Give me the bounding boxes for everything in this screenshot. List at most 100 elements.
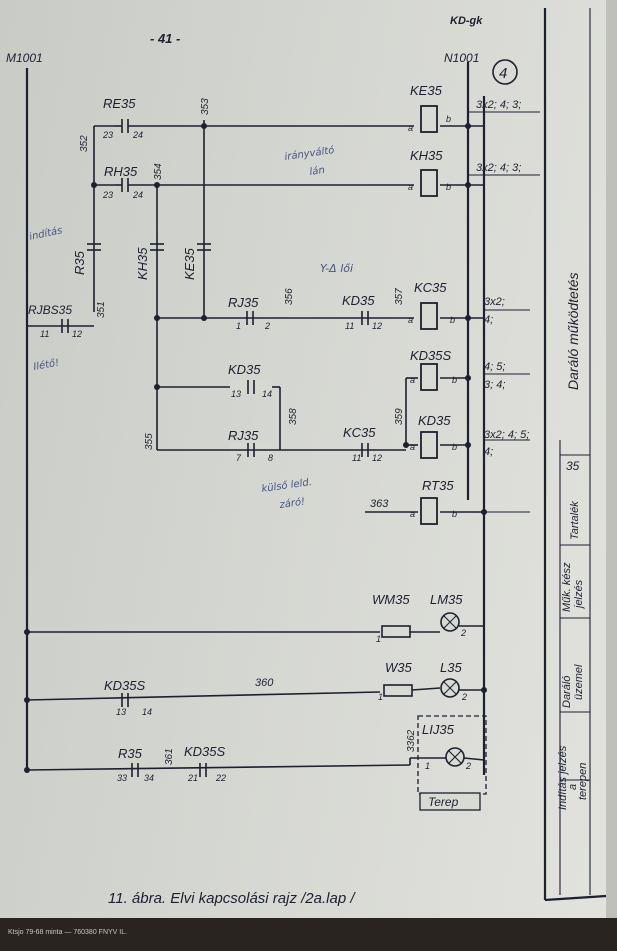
- terminal-12-b: 12: [372, 321, 382, 331]
- terminal-b-rt35: b: [452, 509, 457, 519]
- wire-3362: 3362: [406, 729, 417, 752]
- contact-kh35: [150, 243, 164, 251]
- contact-r35-b: [131, 763, 139, 777]
- coil-kd35s: [420, 363, 438, 391]
- terminal-12: 12: [72, 329, 82, 339]
- label-rt35: RT35: [422, 478, 454, 493]
- label-rh35: RH35: [104, 164, 138, 179]
- terminal-a-kd35: a: [410, 442, 415, 452]
- wire-354: 354: [153, 163, 164, 180]
- terminal-2-lij: 2: [465, 761, 471, 771]
- terminal-13: 13: [231, 389, 241, 399]
- contact-rj35-b: [230, 443, 280, 457]
- label-kh35-vert: KH35: [135, 247, 150, 280]
- label-kh35-top: KH35: [410, 148, 443, 163]
- contact-kd35-a: [361, 311, 369, 325]
- terminal-2-l: 2: [461, 692, 467, 702]
- label-ke35-top: KE35: [410, 83, 443, 98]
- contact-kc35: [280, 443, 406, 457]
- sheet-number: 4: [499, 65, 507, 82]
- label-w35: W35: [385, 660, 413, 675]
- label-kc35-contact: KC35: [343, 425, 376, 440]
- ref-kc35-2: 4;: [484, 314, 493, 326]
- terminal-23: 23: [102, 130, 113, 140]
- terminal-13-b: 13: [116, 707, 126, 717]
- label-l35: L35: [440, 660, 462, 675]
- terminal-8: 8: [268, 453, 273, 463]
- coil-kc35: [420, 302, 438, 330]
- terminal-b-kh: b: [446, 182, 451, 192]
- label-rjbs35: RJBS35: [28, 303, 72, 317]
- note-kulsoleld: külső leld.: [261, 476, 313, 495]
- figure-caption: 11. ábra. Elvi kapcsolási rajz /2a.lap /: [108, 890, 356, 907]
- contact-rj35-a: [246, 311, 254, 325]
- terminal-33: 33: [117, 773, 127, 783]
- coil-rt35: [420, 497, 438, 525]
- label-terep: Terep: [428, 795, 459, 809]
- terminal-24: 24: [132, 130, 143, 140]
- ref-ke35: 3x2; 4; 3;: [476, 99, 521, 111]
- title-inditas-jelzes: Indítás jelzés: [557, 745, 569, 810]
- label-r35-vert: R35: [72, 250, 87, 275]
- resistor-wm35: [381, 625, 411, 638]
- label-rj35-a: RJ35: [228, 295, 259, 310]
- ref-kh35: 3x2; 4; 3;: [476, 162, 521, 174]
- coils: [420, 105, 438, 525]
- title-darolo-mukodtetese: Daráló működtetés: [565, 272, 581, 390]
- title-terepen: terepen: [577, 763, 589, 800]
- wiring: [26, 120, 484, 771]
- terminal-a-kh: a: [408, 182, 413, 192]
- note-lan: lán: [309, 164, 326, 178]
- label-rj35-b: RJ35: [228, 428, 259, 443]
- terminal-a-ke: a: [408, 123, 413, 133]
- terminal-2: 2: [264, 321, 270, 331]
- page-number: - 41 -: [150, 31, 180, 46]
- wire-360: 360: [255, 677, 274, 689]
- terminal-b-ke: b: [446, 114, 451, 124]
- terminal-a-rt35: a: [410, 509, 415, 519]
- wire-363: 363: [370, 498, 389, 510]
- page-edge: [606, 0, 617, 951]
- contact-ke35: [197, 243, 211, 251]
- reference-lines: [468, 111, 540, 513]
- title-block-number: 35: [566, 459, 580, 473]
- terminal-14-b: 14: [142, 707, 152, 717]
- terminal-34: 34: [144, 773, 154, 783]
- title-darolo: Daráló: [561, 676, 573, 708]
- coil-ke35: [420, 105, 438, 133]
- terminal-a-kc: a: [408, 315, 413, 325]
- contacts: [61, 119, 406, 777]
- contact-rjbs35: [61, 319, 69, 333]
- contact-rh35: [115, 178, 150, 192]
- page-shadow: [0, 918, 617, 951]
- terminal-b-kc: b: [450, 315, 455, 325]
- terminal-12-c: 12: [372, 453, 382, 463]
- wire-352: 352: [79, 135, 90, 152]
- coil-kd35: [420, 431, 438, 459]
- labels: - 41 - KD-gk 4 M1001 N1001 RE35 RH35 KE3…: [6, 15, 589, 934]
- ref-kd35s-2: 3; 4;: [484, 379, 505, 391]
- bus-lines: [25, 62, 486, 775]
- terminal-22: 22: [215, 773, 226, 783]
- ref-kc35-1: 3x2;: [484, 296, 505, 308]
- label-re35: RE35: [103, 96, 136, 111]
- terminal-14: 14: [262, 389, 272, 399]
- label-kd35-b: KD35: [228, 362, 261, 377]
- title-uzemel: üzemel: [573, 664, 585, 700]
- wire-351: 351: [96, 301, 107, 318]
- contact-r35: [87, 243, 101, 251]
- terep-label-box: [419, 792, 481, 811]
- terminal-1-w: 1: [378, 692, 383, 702]
- ref-kd35-1: 3x2; 4; 5;: [484, 429, 529, 441]
- wire-353: 353: [200, 98, 211, 115]
- coil-kh35: [420, 169, 438, 197]
- terminal-1: 1: [236, 321, 241, 331]
- label-kd35-a: KD35: [342, 293, 375, 308]
- sheet-number-circle: [492, 59, 518, 85]
- label-wm35: WM35: [372, 592, 410, 607]
- terminal-b-kd35s: b: [452, 375, 457, 385]
- label-kd35s-b: KD35S: [184, 744, 226, 759]
- terminal-2-lm: 2: [460, 628, 466, 638]
- ref-kd35s-1: 4; 5;: [484, 361, 505, 373]
